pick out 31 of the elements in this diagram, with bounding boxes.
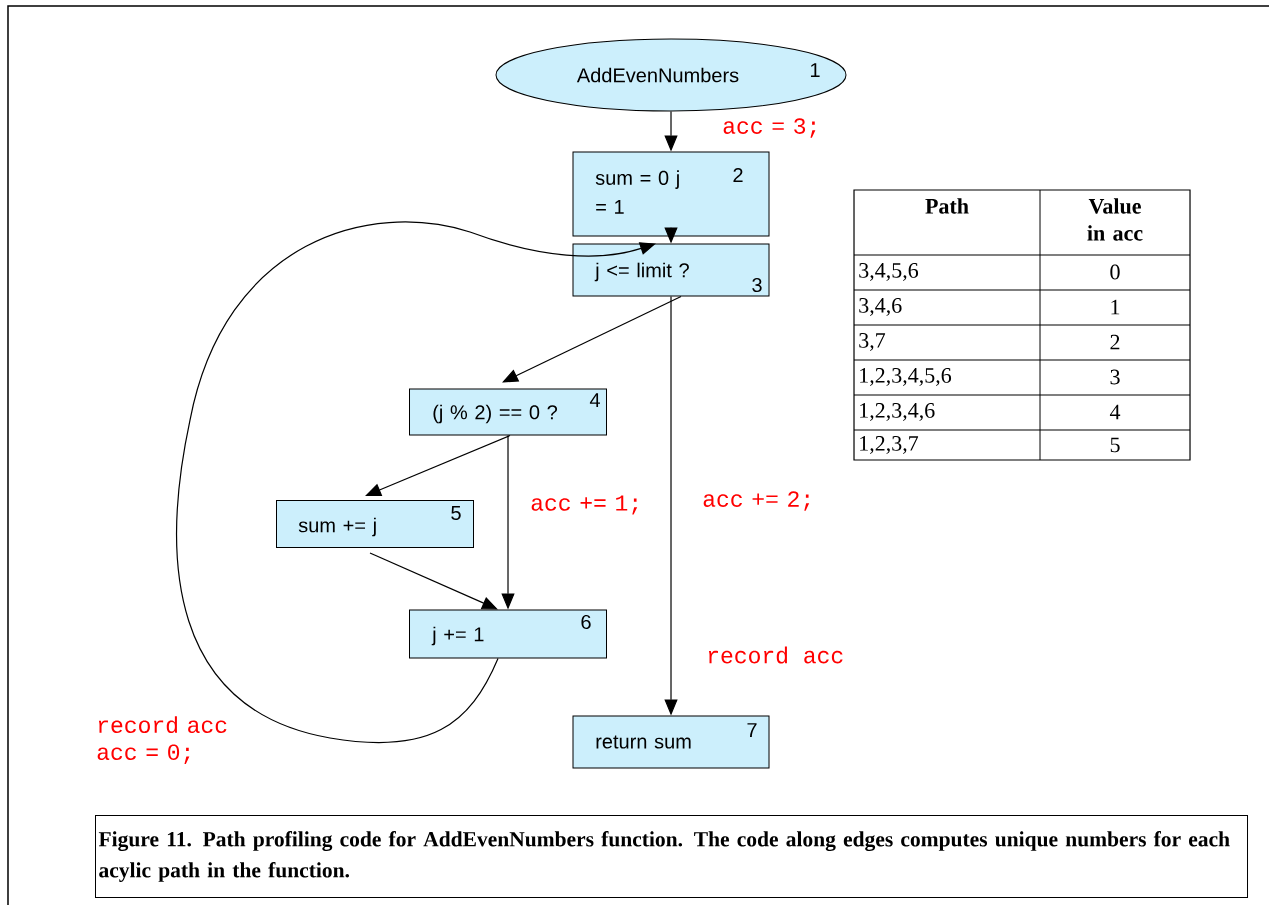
table-cell: 1,2,3,4,6 [860,403,935,421]
edge-label: record acc acc = 0; [97,716,227,764]
table-header: Path [925,198,969,214]
node-number: 6 [581,614,591,630]
table-cell: 1,2,3,7 [860,436,919,454]
node-number: 3 [752,277,762,293]
table-cell: 3 [1110,369,1120,385]
node-number: 7 [747,723,757,737]
table-cell: 2 [1110,334,1120,350]
edge-label: acc += 2; [703,491,810,511]
table-header: Value in acc [1087,198,1143,241]
table-cell: 5 [1110,437,1120,453]
table-cell: 3,7 [859,333,886,351]
table-cell: 4 [1109,404,1121,420]
node-number: 1 [810,63,820,77]
arrow [502,295,682,383]
node-number: 5 [451,506,461,520]
edge-label: acc += 1; [531,495,638,515]
table-cell: 1,2,3,4,5,6 [860,368,952,386]
arrow [369,552,498,610]
table-cell: 0 [1110,264,1120,280]
table-cell: 3,4,6 [859,298,902,316]
edge-label: acc = 3; [723,118,816,138]
node-number: 4 [589,393,600,407]
arrow [365,434,511,496]
arrow [176,221,656,744]
node-number: 2 [733,168,743,182]
code-label: record acc [708,646,843,664]
table-cell: 3,4,5,6 [859,263,919,281]
caption-box: Figure 11. Path profiling code for AddEvenNumbers function. The code along edges computes unique numbers for each acylic path in the function. [95,815,1248,898]
table-cell: 1 [1111,299,1120,315]
